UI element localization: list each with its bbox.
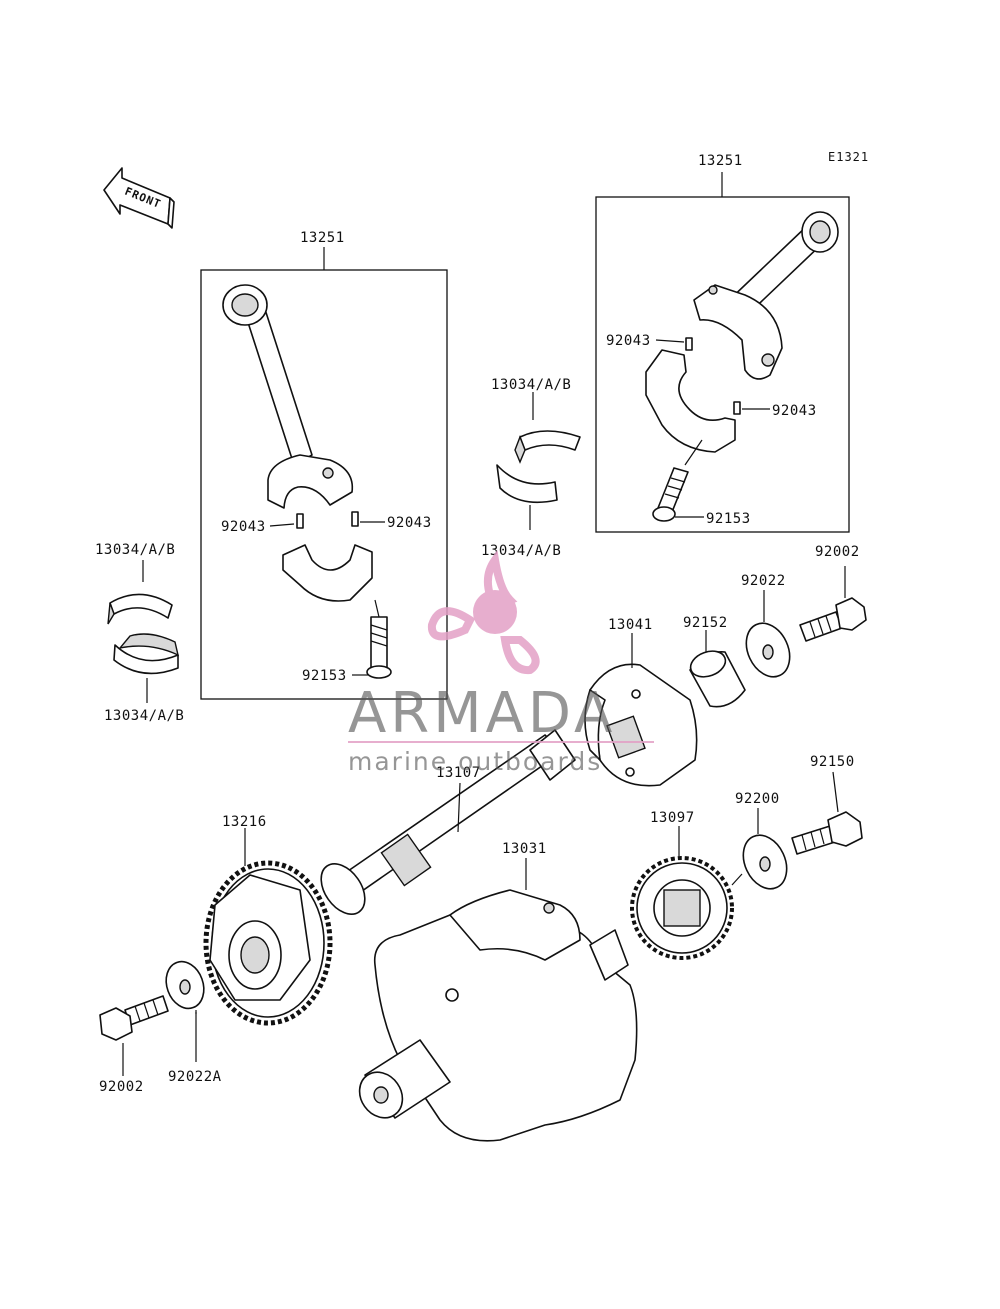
bolt-92150: 92150 — [791, 754, 863, 855]
label-92150: 92150 — [810, 754, 855, 770]
front-arrow-icon: FRONT — [103, 167, 175, 229]
label-13034-left-bottom: 13034/A/B — [104, 708, 184, 724]
rod-bolt-left — [366, 616, 392, 679]
label-13107: 13107 — [436, 765, 481, 781]
watermark-brand: ARMADA — [348, 681, 616, 746]
dowel-pin-left-b — [351, 511, 359, 527]
dowel-pin-right-a — [685, 337, 693, 351]
label-13034-left-top: 13034/A/B — [95, 542, 175, 558]
gear-13216: 13216 — [203, 814, 333, 1026]
label-13034-center-bottom: 13034/A/B — [481, 543, 561, 559]
label-13097: 13097 — [650, 810, 695, 826]
label-92043-left-b: 92043 — [387, 515, 432, 531]
label-92043-left-a: 92043 — [221, 519, 266, 535]
gear-13097: 13097 — [630, 810, 743, 960]
dowel-pin-right-b — [733, 401, 741, 415]
armada-logo: ARMADA marine outboards — [348, 549, 654, 776]
watermark-tagline: marine outboards — [348, 747, 602, 776]
rod-cap-left — [282, 544, 373, 602]
connecting-rod-assembly-left: 13251 92043 92043 92153 — [200, 230, 448, 700]
label-92200: 92200 — [735, 791, 780, 807]
label-92043-right-a: 92043 — [606, 333, 651, 349]
bolt-92002-top: 92002 — [799, 544, 867, 642]
gear-13041: 13041 — [584, 617, 698, 787]
connecting-rod-left — [222, 284, 354, 509]
label-92002-bottom: 92002 — [99, 1079, 144, 1095]
connecting-rod-assembly-right: 13251 92043 92043 92153 — [595, 153, 850, 533]
dowel-pin-left-a — [296, 513, 304, 529]
label-92153-left: 92153 — [302, 668, 347, 684]
label-92022A: 92022A — [168, 1069, 222, 1085]
rod-cap-right — [645, 349, 736, 453]
collar-92152: 92152 — [683, 615, 746, 708]
diagram-code: E1321 — [828, 150, 869, 164]
label-92043-right-b: 92043 — [772, 403, 817, 419]
washer-92200: 92200 — [735, 791, 788, 890]
bearing-insert-center: 13034/A/B 13034/A/B — [481, 377, 581, 559]
label-92002-top: 92002 — [815, 544, 860, 560]
rod-bolt-right — [652, 467, 689, 522]
washer-92022: 92022 — [741, 573, 791, 678]
connecting-rod-right — [693, 211, 839, 380]
label-13251-right: 13251 — [698, 153, 743, 169]
label-13034-center-top: 13034/A/B — [491, 377, 571, 393]
washer-92022A: 92022A — [165, 960, 222, 1085]
label-92152: 92152 — [683, 615, 728, 631]
bolt-92002-bottom: 92002 — [99, 995, 169, 1095]
label-92153-right: 92153 — [706, 511, 751, 527]
propeller-icon — [427, 549, 540, 675]
label-92022: 92022 — [741, 573, 786, 589]
bearing-insert-left: 13034/A/B 13034/A/B — [95, 542, 184, 724]
label-13031: 13031 — [502, 841, 547, 857]
label-13251-left: 13251 — [300, 230, 345, 246]
label-13216: 13216 — [222, 814, 267, 830]
crankshaft-13031: 13031 — [358, 841, 638, 1142]
label-13041: 13041 — [608, 617, 653, 633]
